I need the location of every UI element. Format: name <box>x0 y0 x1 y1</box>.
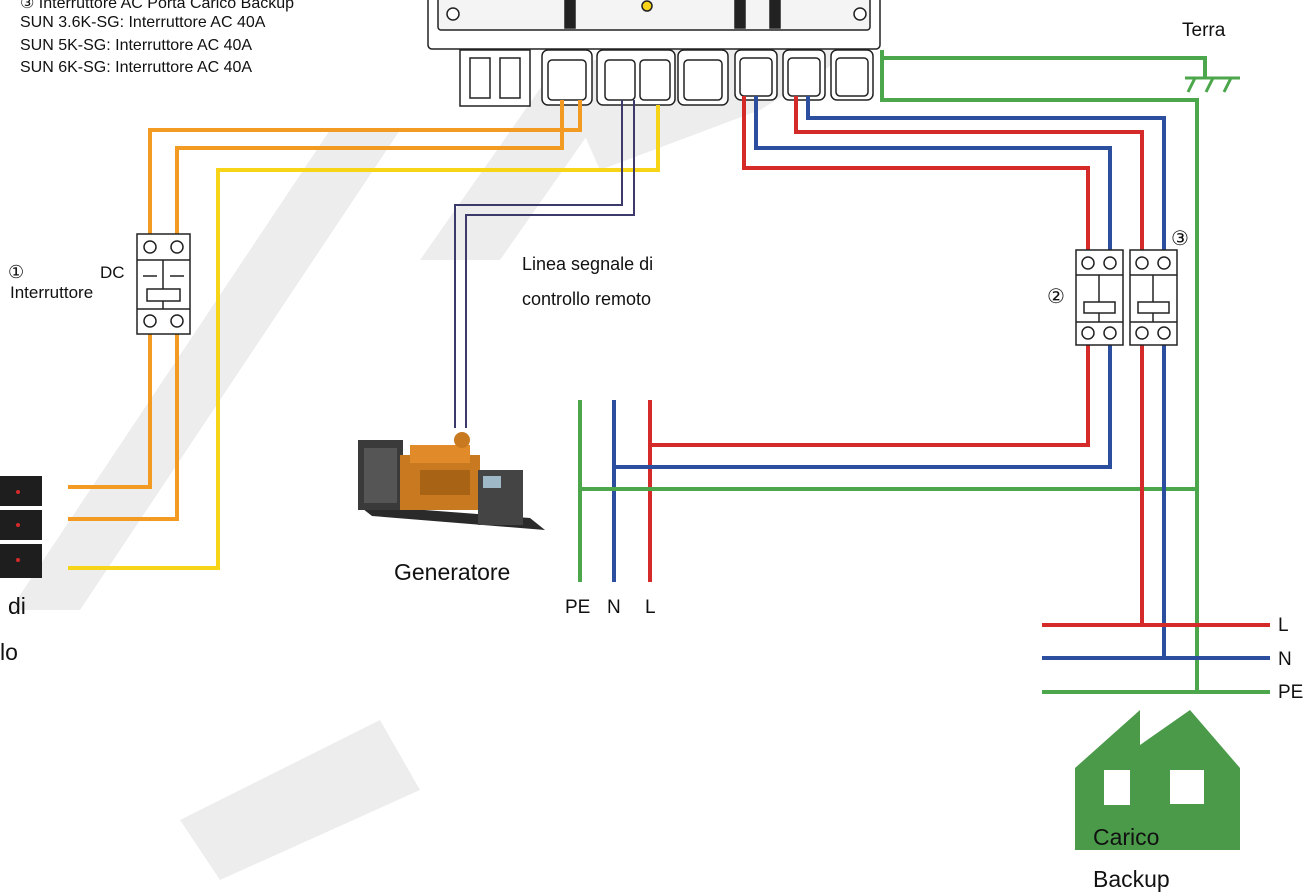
breaker-3-number: ③ <box>1171 228 1189 250</box>
earth-symbol <box>1185 76 1240 93</box>
load-label-line1: Carico <box>1093 824 1159 850</box>
ground-wire <box>880 50 1199 692</box>
terra-label: Terra <box>1182 20 1226 41</box>
note-model-6k: SUN 6K-SG: Interruttore AC 40A <box>20 59 253 76</box>
battery-label-line2: lo <box>0 639 18 665</box>
generator-label: Generatore <box>394 559 510 585</box>
dc-breaker-number: ① <box>8 262 24 282</box>
note-model-5k: SUN 5K-SG: Interruttore AC 40A <box>20 37 253 54</box>
remote-signal-label-line1: Linea segnale di <box>522 254 653 274</box>
load-l-label: L <box>1278 615 1289 636</box>
generator-icon <box>358 432 545 530</box>
load-busbars <box>1042 623 1270 694</box>
ac-wires-top <box>742 96 1166 250</box>
grid-lines <box>578 340 1197 582</box>
house-icon <box>1075 710 1240 850</box>
note-breaker-3-heading: ③ Interruttore AC Porta Carico Backup <box>20 0 295 12</box>
dc-label: DC <box>100 263 125 282</box>
dc-yellow-wire <box>68 105 660 570</box>
cable-glands <box>541 49 874 106</box>
breaker-2-number: ② <box>1047 286 1065 308</box>
dc-breaker <box>136 233 191 335</box>
grid-l-label: L <box>645 597 656 618</box>
dc-orange-wires <box>68 100 582 521</box>
ground-wire-terra <box>882 56 1207 78</box>
ac-breaker-3 <box>1129 249 1178 346</box>
note-model-3-6k: SUN 3.6K-SG: Interruttore AC 40A <box>20 14 266 31</box>
load-pe-label: PE <box>1278 682 1303 703</box>
ac-breaker-2 <box>1075 249 1124 346</box>
grid-pe-label: PE <box>565 597 590 618</box>
grid-n-label: N <box>607 597 621 618</box>
load-drop-wires <box>1140 340 1166 658</box>
remote-signal-label-line2: controllo remoto <box>522 289 651 309</box>
load-label-line2: Backup <box>1093 866 1170 892</box>
interruttore-label: Interruttore <box>10 283 93 302</box>
battery-stack-icon <box>0 476 42 578</box>
remote-signal-wires <box>454 100 635 428</box>
load-n-label: N <box>1278 649 1292 670</box>
inverter-body <box>427 0 881 107</box>
battery-label-line1: di <box>8 593 26 619</box>
